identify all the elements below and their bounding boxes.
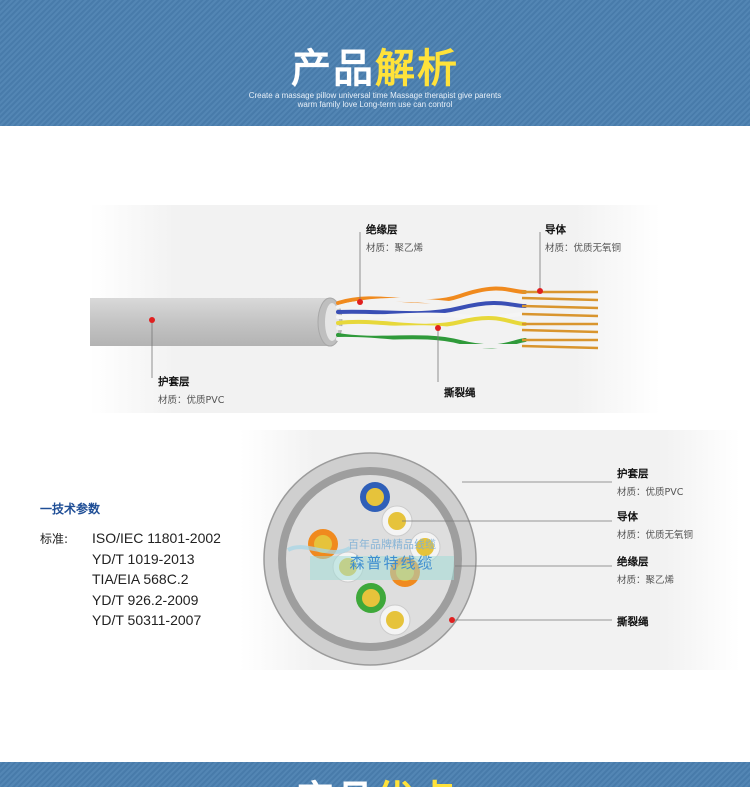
- standard-item: YD/T 926.2-2009: [92, 591, 199, 608]
- side-conductors: [521, 290, 599, 350]
- jacket-material: 材质：优质PVC: [158, 395, 225, 406]
- label-conductor-top: 导体 材质：优质无氧铜: [545, 222, 621, 254]
- twisted-pairs: [336, 286, 527, 349]
- footer-title: 产品优点: [0, 768, 750, 787]
- subtitle-line-2: warm family love Long-term use can contr…: [297, 100, 453, 109]
- subtitle-line-1: Create a massage pillow universal time M…: [248, 91, 502, 100]
- conductor-name: 导体: [545, 224, 566, 236]
- jacket-name: 护套层: [158, 376, 190, 388]
- cross-insulation-material: 材质：聚乙烯: [617, 575, 675, 586]
- title-part-white: 产品: [291, 46, 375, 92]
- cross-jacket-material: 材质：优质PVC: [617, 487, 684, 498]
- label-jacket-cross: 护套层 材质：优质PVC: [617, 466, 683, 498]
- footer-title-yellow: 优点: [375, 778, 455, 787]
- footer-banner: 产品优点: [0, 762, 750, 787]
- watermark-line-2: 森普特线缆: [349, 554, 435, 572]
- cross-insulation-name: 绝缘层: [617, 556, 649, 568]
- standard-item: YD/T 1019-2013: [92, 550, 195, 567]
- label-jacket-side: 护套层 材质：优质PVC: [158, 374, 224, 406]
- ripcord-name: 撕裂绳: [444, 387, 476, 399]
- side-markers: [149, 288, 543, 331]
- side-leaders: [151, 232, 541, 382]
- label-insulation-top: 绝缘层 材质：聚乙烯: [366, 222, 423, 254]
- standards-list: ISO/IEC 11801-2002 YD/T 1019-2013 TIA/EI…: [92, 528, 221, 631]
- cross-conductor-name: 导体: [617, 511, 638, 523]
- label-ripcord-side: 撕裂绳: [444, 385, 476, 400]
- standard-item: YD/T 50311-2007: [92, 612, 202, 628]
- insulation-material: 材质：聚乙烯: [366, 243, 424, 254]
- footer-title-white: 产品: [295, 778, 375, 787]
- watermark-ribbon: [286, 545, 454, 580]
- cross-conductor-material: 材质：优质无氧铜: [617, 530, 694, 541]
- cable-cross-section: [263, 452, 477, 666]
- cross-markers: [449, 617, 455, 623]
- label-conductor-cross: 导体 材质：优质无氧铜: [617, 509, 693, 541]
- conductor-material: 材质：优质无氧铜: [545, 243, 622, 254]
- cross-ripcord-name: 撕裂绳: [617, 616, 649, 628]
- cross-leaders: [402, 481, 612, 621]
- label-ripcord-cross: 撕裂绳: [617, 614, 649, 629]
- watermark-line-1: 百年品牌精品线缆: [348, 538, 436, 551]
- brand-watermark: 百年品牌精品线缆 森普特线缆: [330, 536, 454, 573]
- standard-item: TIA/EIA 568C.2: [92, 571, 189, 587]
- side-view-jacket: [90, 297, 343, 347]
- label-insulation-cross: 绝缘层 材质：聚乙烯: [617, 554, 674, 586]
- standard-item: ISO/IEC 11801-2002: [92, 530, 221, 546]
- insulation-name: 绝缘层: [366, 224, 398, 236]
- page-title: 产品解析: [0, 36, 750, 94]
- spec-title: 一技术参数: [40, 502, 101, 516]
- header-banner: 产品解析 Create a massage pillow universal t…: [0, 0, 750, 126]
- cross-jacket-name: 护套层: [617, 468, 649, 480]
- title-part-yellow: 解析: [375, 46, 459, 92]
- spec-label: 标准:: [40, 532, 69, 546]
